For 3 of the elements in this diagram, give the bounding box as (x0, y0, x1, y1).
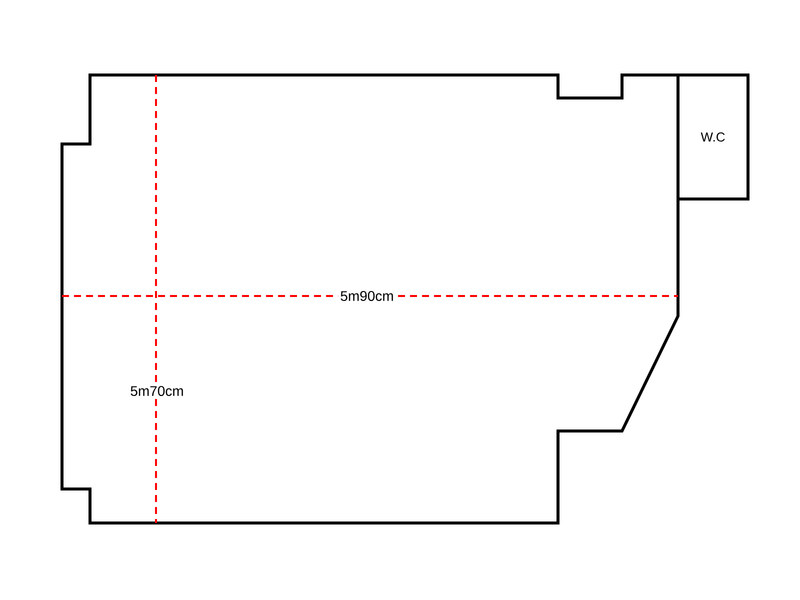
dimension-label: 5m70cm (128, 384, 186, 398)
room-box: W.C (676, 74, 750, 200)
dimension-label: 5m90cm (338, 289, 396, 303)
